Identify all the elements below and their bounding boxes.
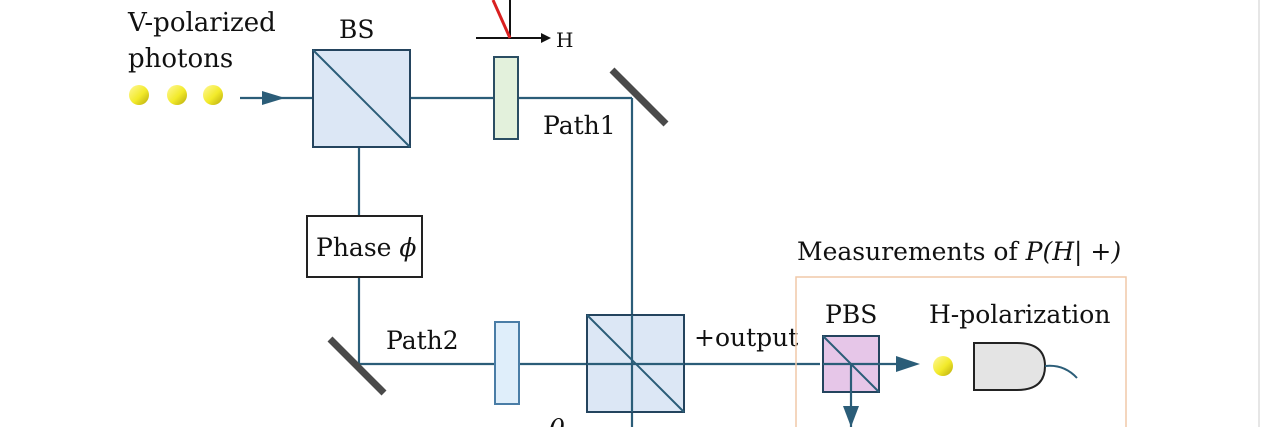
pbs-output-arrow-icon — [896, 356, 920, 372]
measurement-prefix: Measurements of — [797, 237, 1026, 266]
path2-label: Path2 — [386, 326, 459, 355]
mirror-bottom-left — [327, 336, 387, 396]
phase-label: Phase ϕ — [316, 233, 416, 262]
theta-label: θ — [549, 415, 565, 427]
pbs-down-arrow-icon — [843, 406, 859, 427]
detector-icon — [973, 342, 1047, 391]
bs-label: BS — [339, 15, 375, 44]
pbs-label: PBS — [825, 300, 877, 329]
phase-symbol: ϕ — [399, 233, 416, 262]
waveplate-path1 — [493, 56, 519, 140]
measurement-title: Measurements of P(H| +) — [797, 237, 1121, 267]
photon-3 — [203, 85, 223, 105]
photon-2 — [167, 85, 187, 105]
source-label-line1: V-polarized — [127, 8, 276, 38]
phase-label-text: Phase — [316, 233, 399, 262]
beam-splitter-diagonal — [312, 49, 411, 148]
phase-shifter-box — [306, 215, 423, 278]
photon-1 — [129, 85, 149, 105]
measurement-formula: P(H| +) — [1025, 237, 1121, 267]
page-edge-rule — [1258, 0, 1260, 427]
path1-label: Path1 — [543, 111, 616, 140]
input-arrow-icon — [262, 91, 285, 105]
polarization-angle-arrow — [491, 0, 512, 39]
waveplate-path2 — [494, 321, 520, 405]
h-axis-arrow-icon — [541, 33, 551, 43]
measurement-box — [795, 276, 1127, 427]
source-label-line2: photons — [128, 44, 233, 74]
detected-photon — [933, 356, 953, 376]
h-axis-label: H — [556, 28, 573, 52]
detector-cable — [1044, 364, 1078, 379]
mirror-top-right — [609, 67, 669, 127]
detector-label: H-polarization — [929, 300, 1110, 329]
output-label: +output — [694, 323, 798, 352]
